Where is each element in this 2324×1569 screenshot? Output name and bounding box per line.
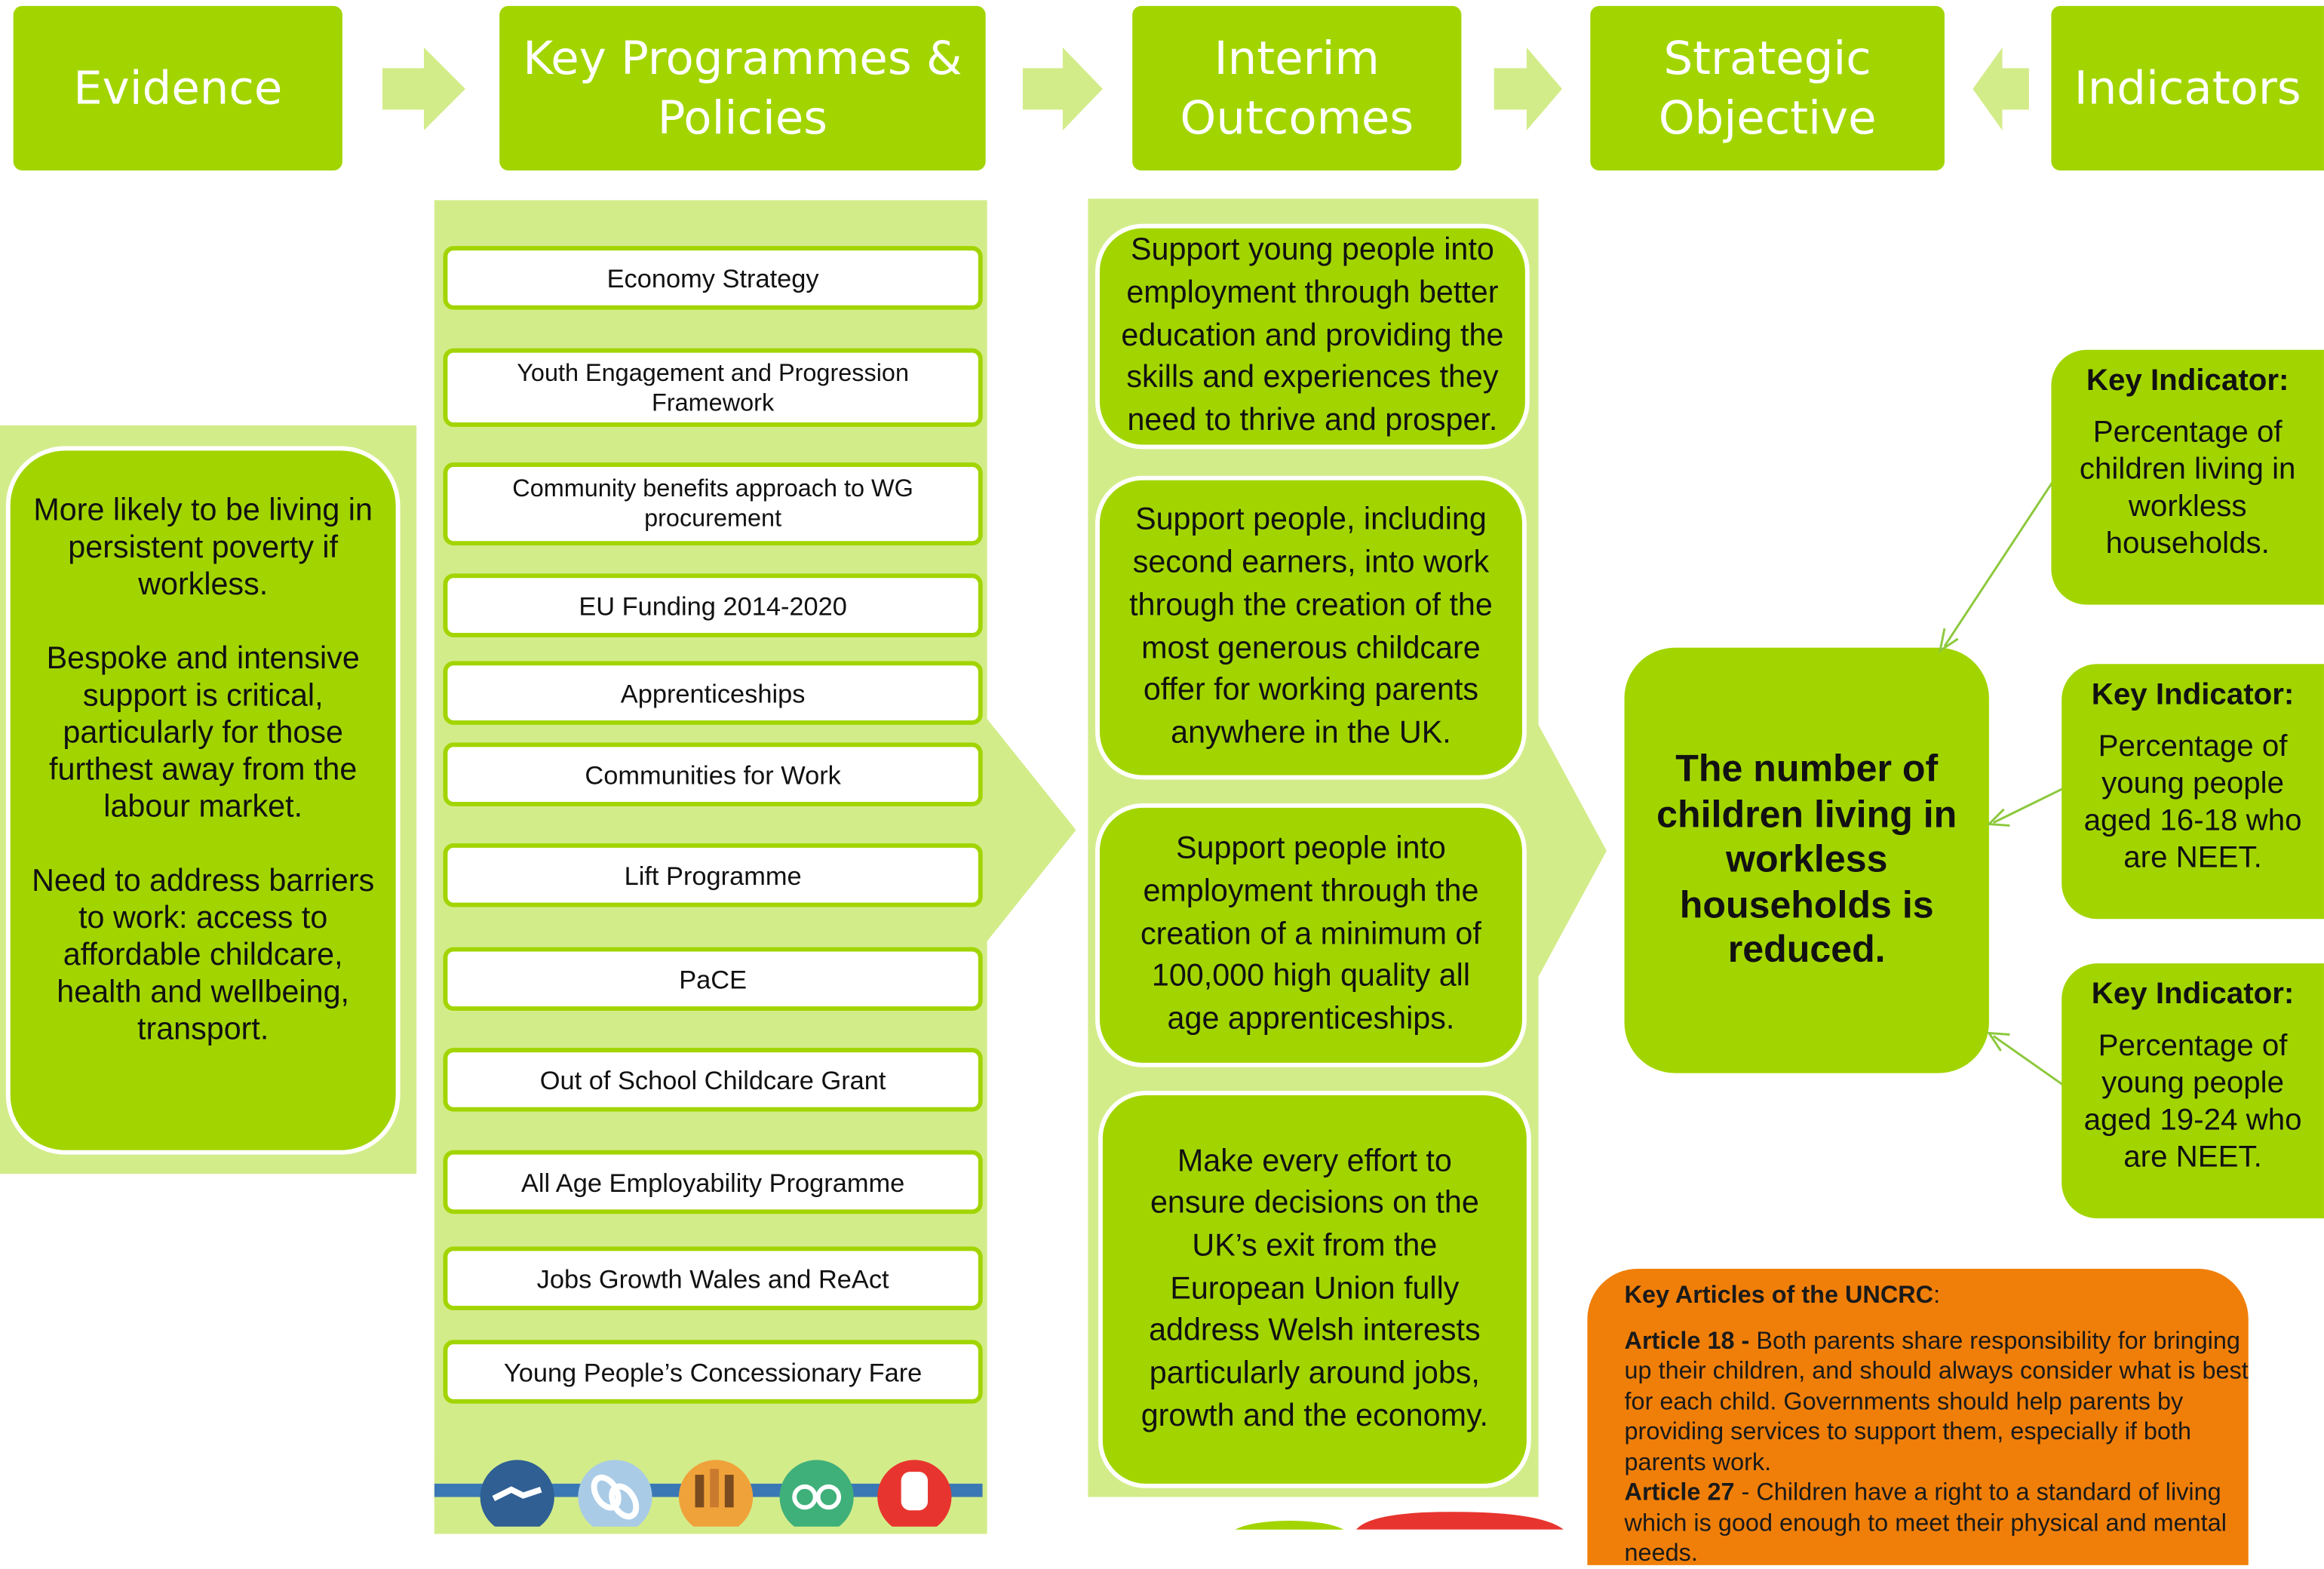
key-indicator-box: Key Indicator: Percentage of children li… <box>2051 349 2324 605</box>
link-icon <box>578 1460 652 1527</box>
uncrc-article: Article 18 - Both parents share responsi… <box>1624 1327 2249 1476</box>
outcome-box: Make every effort to ensure decisions on… <box>1098 1091 1531 1488</box>
uncrc-icon-strip <box>434 1454 983 1527</box>
programme-item: Lift Programme <box>443 843 983 907</box>
uncrc-articles-box: Key Articles of the UNCRC: Article 18 - … <box>1587 1268 2249 1567</box>
evidence-box: More likely to be living in persistent p… <box>5 446 401 1155</box>
outcome-box: Support people, including second earners… <box>1095 475 1527 780</box>
right-arrow-icon <box>382 47 465 130</box>
key-indicator-text: Percentage of young people aged 19-24 wh… <box>2083 1028 2302 1174</box>
programme-item: Apprenticeships <box>443 661 983 725</box>
programme-item: PaCE <box>443 947 983 1012</box>
programme-item: Communities for Work <box>443 742 983 806</box>
key-indicator-text: Percentage of children living in workles… <box>2079 415 2296 560</box>
evidence-item: Need to address barriers to work: access… <box>32 864 375 1047</box>
programme-item: All Age Employability Programme <box>443 1150 983 1214</box>
key-indicator-title: Key Indicator: <box>2091 677 2295 712</box>
programme-item: EU Funding 2014-2020 <box>443 573 983 637</box>
key-indicator-box: Key Indicator: Percentage of young peopl… <box>2062 963 2324 1219</box>
evidence-item: Bespoke and intensive support is critica… <box>46 641 360 824</box>
header-evidence: Evidence <box>13 5 342 170</box>
outcome-box: Support young people into employment thr… <box>1095 223 1530 450</box>
right-arrow-icon <box>1022 47 1103 130</box>
programme-item: Out of School Childcare Grant <box>443 1048 983 1112</box>
key-indicator-text: Percentage of young people aged 16-18 wh… <box>2083 729 2302 875</box>
uncrc-article: Article 27 - Children have a right to a … <box>1624 1478 2227 1567</box>
right-arrow-icon <box>1494 47 1563 130</box>
header-interim-outcomes: Interim Outcomes <box>1132 5 1462 170</box>
evidence-item: More likely to be living in persistent p… <box>33 493 373 602</box>
stop-hand-icon <box>877 1460 952 1527</box>
key-indicator-title: Key Indicator: <box>2091 976 2295 1012</box>
key-indicator-box: Key Indicator: Percentage of young peopl… <box>2062 664 2324 920</box>
programme-item: Young People’s Concessionary Fare <box>443 1340 983 1404</box>
handshake-icon <box>480 1460 554 1527</box>
programme-item: Community benefits approach to WG procur… <box>443 462 983 546</box>
strategic-objective-box: The number of children living in workles… <box>1624 647 1989 1073</box>
header-strategic-objective: Strategic Objective <box>1590 5 1945 170</box>
programme-item: Economy Strategy <box>443 246 983 310</box>
key-indicator-title: Key Indicator: <box>2086 363 2289 398</box>
outcome-box: Support people into employment through t… <box>1095 803 1527 1067</box>
binoculars-icon <box>779 1460 854 1527</box>
programme-item: Youth Engagement and Progression Framewo… <box>443 348 983 427</box>
partial-bottom-shapes <box>1235 1512 1564 1530</box>
header-indicators: Indicators <box>2051 5 2324 170</box>
indicator-connectors <box>1938 481 2064 1086</box>
diagram-canvas: Evidence Key Programmes & Policies Inter… <box>0 5 2324 1567</box>
header-programmes: Key Programmes & Policies <box>499 5 986 170</box>
left-arrow-icon <box>1972 47 2029 130</box>
uncrc-title: Key Articles of the UNCRC: <box>1624 1282 1941 1310</box>
programme-item: Jobs Growth Wales and ReAct <box>443 1246 983 1310</box>
raised-hands-icon <box>678 1460 754 1527</box>
